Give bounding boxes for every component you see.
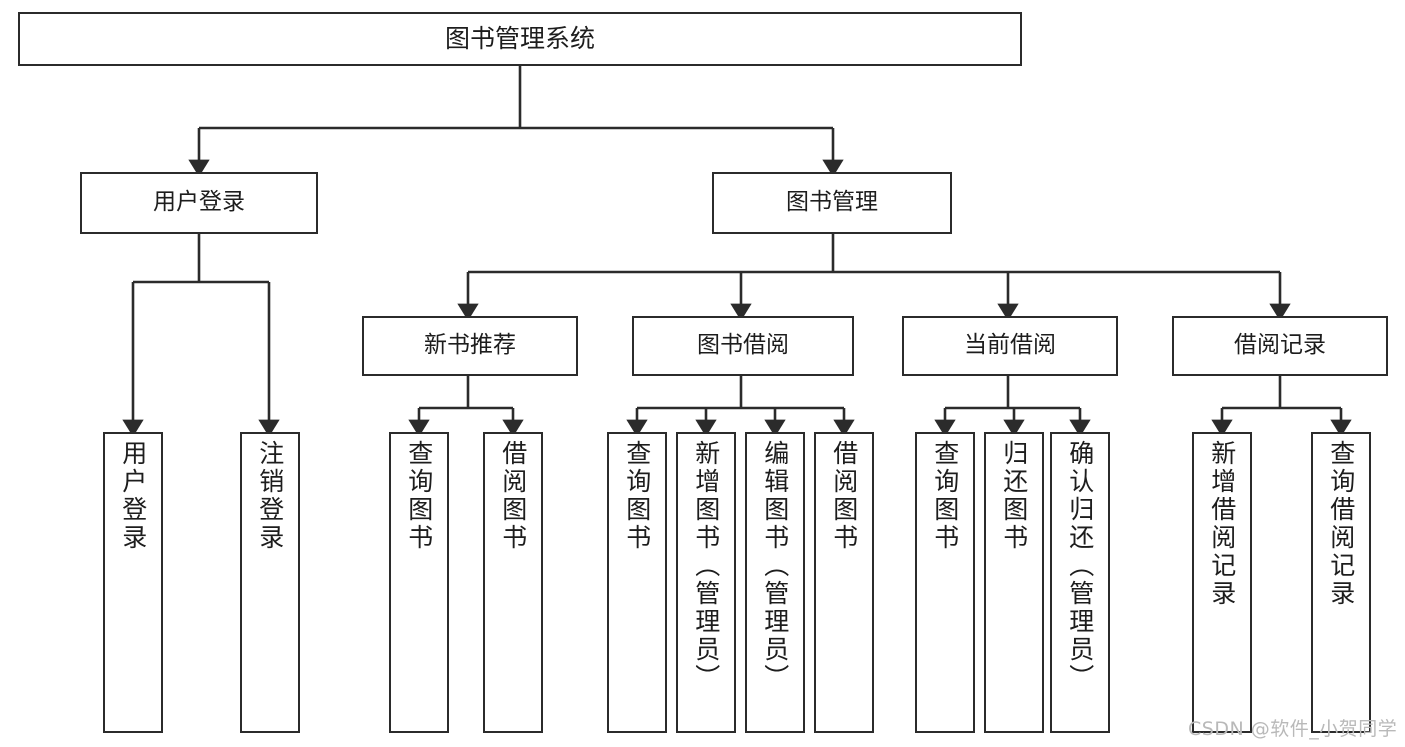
node-leaf-query-book-2[interactable]: 查询图书 — [607, 432, 667, 733]
node-leaf-borrow-book-2-label: 借阅图书 — [829, 440, 859, 552]
node-book-manage[interactable]: 图书管理 — [712, 172, 952, 234]
node-book-borrow-label: 图书借阅 — [697, 332, 789, 359]
node-root-label: 图书管理系统 — [444, 24, 595, 53]
node-leaf-user-login-label: 用户登录 — [118, 440, 148, 552]
node-leaf-edit-book[interactable]: 编辑图书（管理员） — [745, 432, 805, 733]
node-leaf-borrow-book-2[interactable]: 借阅图书 — [814, 432, 874, 733]
node-leaf-add-record[interactable]: 新增借阅记录 — [1192, 432, 1252, 733]
node-current-borrow-label: 当前借阅 — [964, 332, 1056, 359]
node-leaf-query-book-1[interactable]: 查询图书 — [389, 432, 449, 733]
csdn-watermark: CSDN @软件_小贺同学 — [1188, 718, 1398, 740]
node-leaf-query-record-label: 查询借阅记录 — [1326, 440, 1356, 608]
node-leaf-borrow-book-1[interactable]: 借阅图书 — [483, 432, 543, 733]
node-leaf-query-book-2-label: 查询图书 — [622, 440, 652, 552]
node-new-book-recommend-label: 新书推荐 — [424, 332, 516, 359]
node-current-borrow[interactable]: 当前借阅 — [902, 316, 1118, 376]
node-leaf-confirm-return[interactable]: 确认归还（管理员） — [1050, 432, 1110, 733]
node-leaf-add-record-label: 新增借阅记录 — [1207, 440, 1237, 608]
node-leaf-user-logout-label: 注销登录 — [255, 440, 285, 552]
node-leaf-return-book[interactable]: 归还图书 — [984, 432, 1044, 733]
node-user-login[interactable]: 用户登录 — [80, 172, 318, 234]
node-borrow-record-label: 借阅记录 — [1234, 332, 1326, 359]
node-borrow-record[interactable]: 借阅记录 — [1172, 316, 1388, 376]
node-leaf-query-book-3-label: 查询图书 — [930, 440, 960, 552]
node-leaf-query-book-1-label: 查询图书 — [404, 440, 434, 552]
node-leaf-return-book-label: 归还图书 — [999, 440, 1029, 552]
node-leaf-query-record[interactable]: 查询借阅记录 — [1311, 432, 1371, 733]
node-leaf-add-book-label: 新增图书（管理员） — [691, 440, 721, 692]
node-root[interactable]: 图书管理系统 — [18, 12, 1022, 66]
node-leaf-query-book-3[interactable]: 查询图书 — [915, 432, 975, 733]
node-leaf-edit-book-label: 编辑图书（管理员） — [760, 440, 790, 692]
node-leaf-add-book[interactable]: 新增图书（管理员） — [676, 432, 736, 733]
node-new-book-recommend[interactable]: 新书推荐 — [362, 316, 578, 376]
node-leaf-user-login[interactable]: 用户登录 — [103, 432, 163, 733]
node-book-borrow[interactable]: 图书借阅 — [632, 316, 854, 376]
node-leaf-confirm-return-label: 确认归还（管理员） — [1065, 440, 1095, 692]
node-leaf-user-logout[interactable]: 注销登录 — [240, 432, 300, 733]
node-user-login-label: 用户登录 — [153, 189, 245, 216]
node-leaf-borrow-book-1-label: 借阅图书 — [498, 440, 528, 552]
node-book-manage-label: 图书管理 — [786, 189, 878, 216]
